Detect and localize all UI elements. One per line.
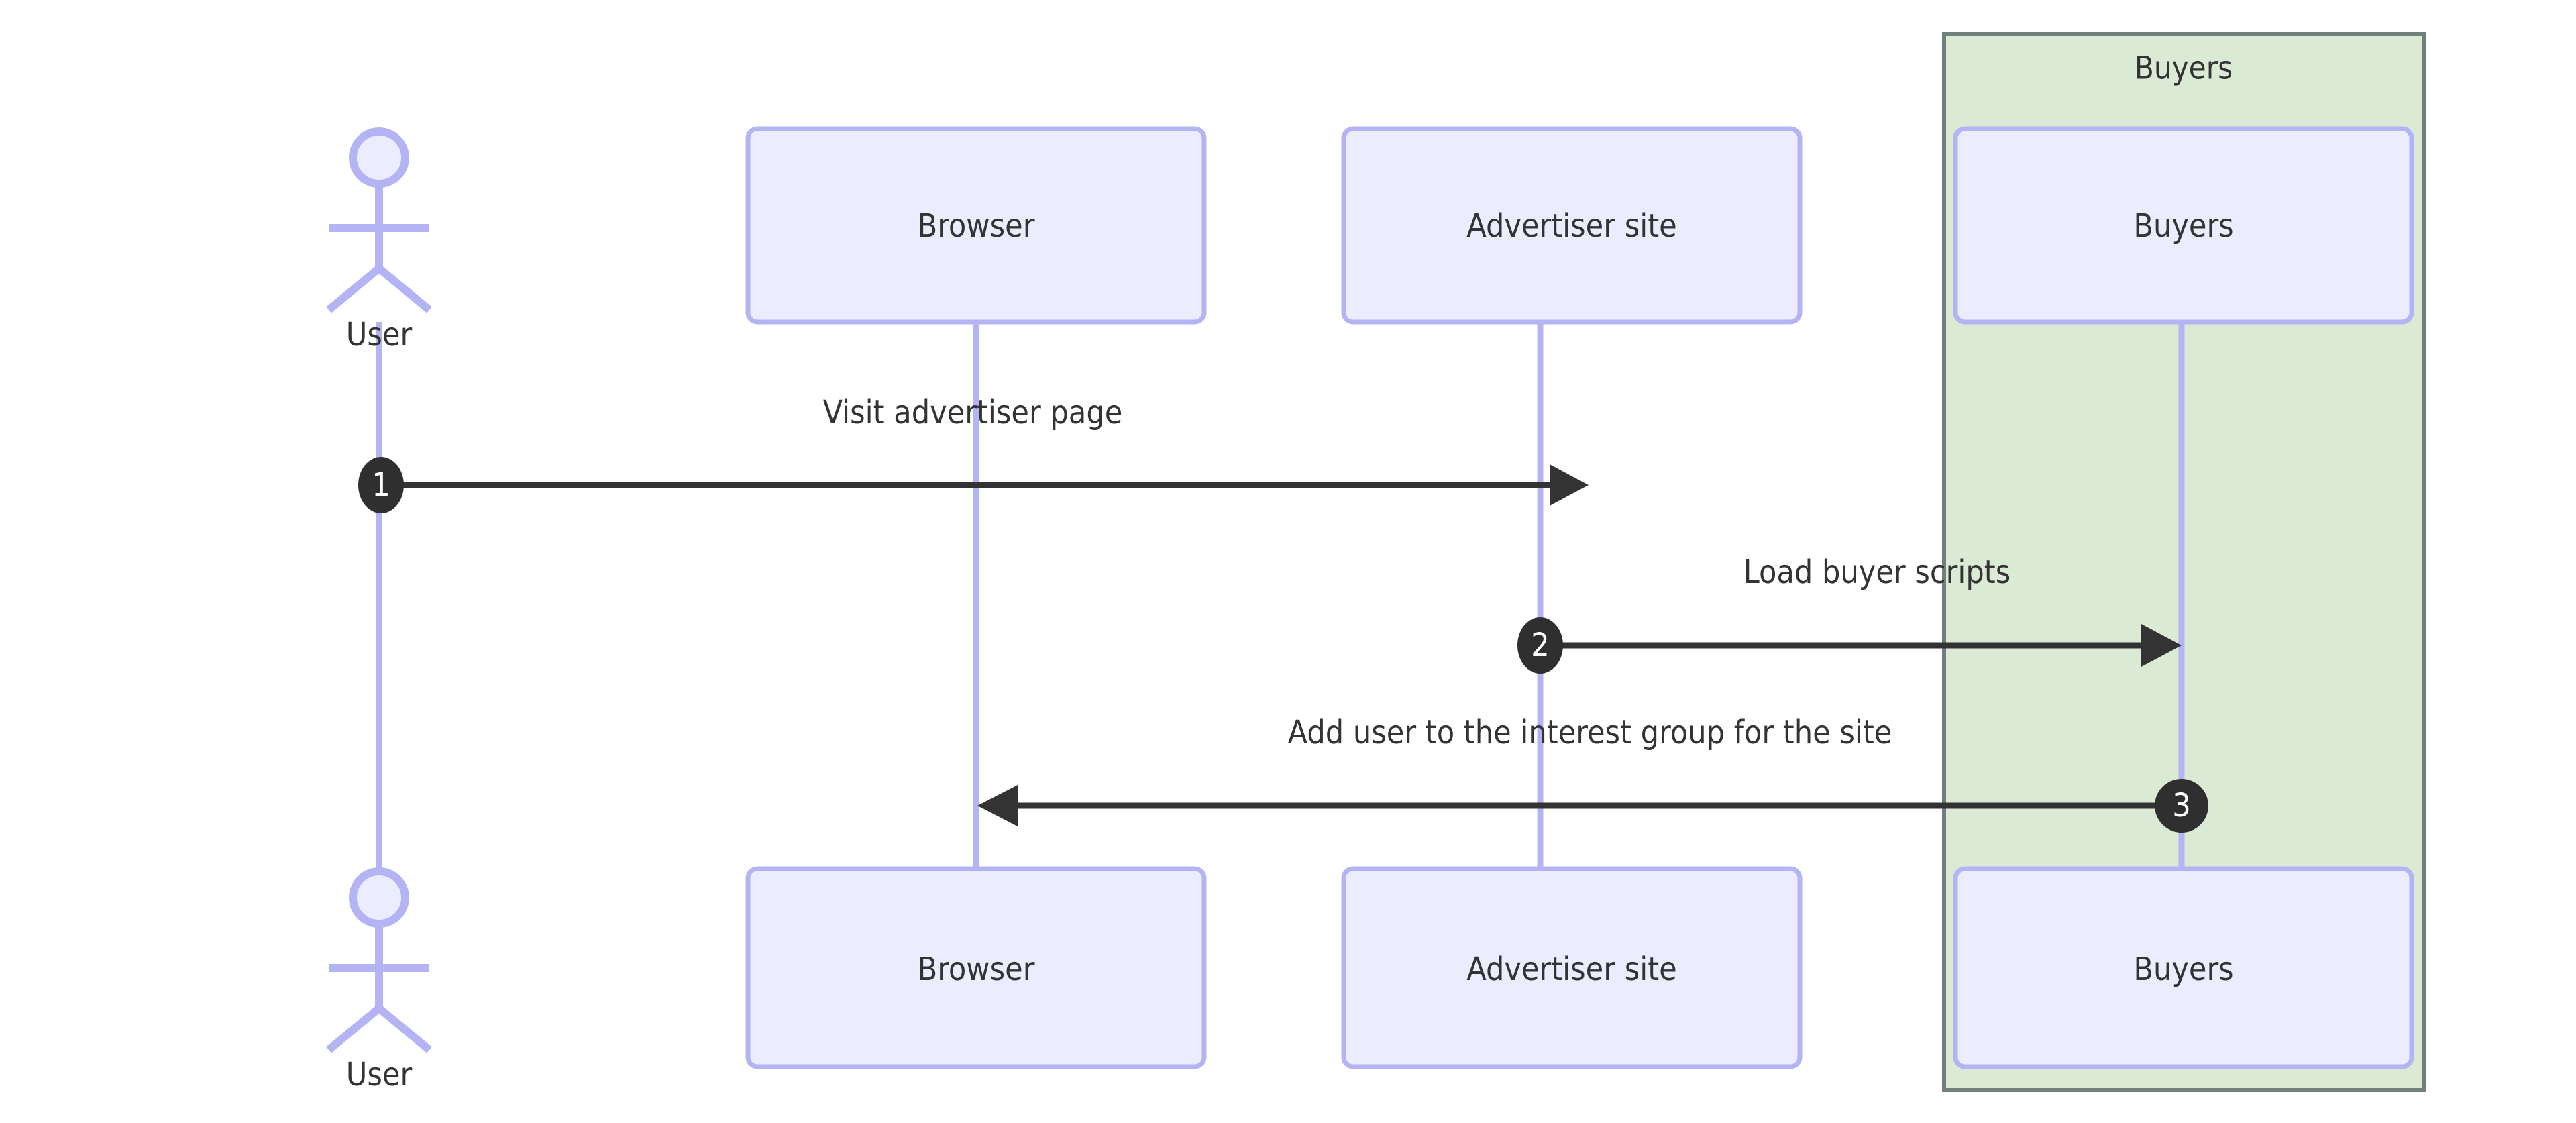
actor-user-top-label: User: [346, 316, 413, 354]
message-2-label: Load buyer scripts: [1743, 553, 2010, 591]
participant-buyers-top-box[interactable]: [1953, 126, 2414, 325]
message-1-label: Visit advertiser page: [823, 394, 1123, 431]
message-3-sequence-number: 3: [2172, 787, 2190, 824]
actor-user-bottom[interactable]: User: [326, 867, 432, 1093]
actor-head-icon: [349, 127, 409, 188]
participant-browser-top-label: Browser: [918, 207, 1035, 245]
lifelines: [376, 322, 2185, 869]
participant-advertiser-top-box[interactable]: [1341, 126, 1803, 325]
participant-buyers-bottom[interactable]: Buyers: [1953, 866, 2414, 1069]
actor-user-top[interactable]: User: [326, 127, 432, 354]
participant-advertiser-top-label: Advertiser site: [1466, 207, 1676, 245]
participant-browser-bottom-label: Browser: [918, 951, 1035, 988]
participant-buyers-top-label: Buyers: [2133, 207, 2233, 245]
participant-browser-bottom-box[interactable]: [745, 866, 1207, 1069]
participant-buyers-bottom-label: Buyers: [2133, 951, 2233, 988]
actor-head-icon: [349, 867, 409, 928]
message-2-sequence-number: 2: [1531, 627, 1549, 664]
message-1-arrowhead-icon: [1550, 464, 1589, 506]
group-buyers-title: Buyers: [2135, 50, 2233, 87]
actor-leg-right-icon: [376, 1005, 432, 1053]
message-1[interactable]: Visit advertiser page 1: [358, 394, 1589, 513]
message-1-sequence-number: 1: [372, 466, 390, 504]
message-3[interactable]: Add user to the interest group for the s…: [977, 714, 2208, 833]
participant-advertiser-bottom-label: Advertiser site: [1466, 951, 1676, 988]
message-3-label: Add user to the interest group for the s…: [1288, 714, 1892, 751]
message-2[interactable]: Load buyer scripts 2: [1517, 553, 2182, 674]
participant-advertiser-top[interactable]: Advertiser site: [1341, 126, 1803, 325]
message-3-arrowhead-icon: [977, 785, 1018, 826]
actor-leg-left-icon: [326, 265, 382, 313]
participant-advertiser-bottom-box[interactable]: [1341, 866, 1803, 1069]
participant-browser-top-box[interactable]: [745, 126, 1207, 325]
actor-leg-right-icon: [376, 265, 432, 313]
actor-leg-left-icon: [326, 1005, 382, 1053]
message-2-sequence-badge: [1517, 617, 1563, 674]
participant-buyers-top[interactable]: Buyers: [1953, 126, 2414, 325]
message-2-arrowhead-icon: [2141, 624, 2182, 667]
message-1-sequence-badge: [358, 457, 404, 513]
participant-buyers-bottom-box[interactable]: [1953, 866, 2414, 1069]
participant-browser-top[interactable]: Browser: [745, 126, 1207, 325]
participant-browser-bottom[interactable]: Browser: [745, 866, 1207, 1069]
message-3-sequence-badge: [2155, 779, 2208, 833]
participant-advertiser-bottom[interactable]: Advertiser site: [1341, 866, 1803, 1069]
actor-user-bottom-label: User: [346, 1056, 413, 1093]
